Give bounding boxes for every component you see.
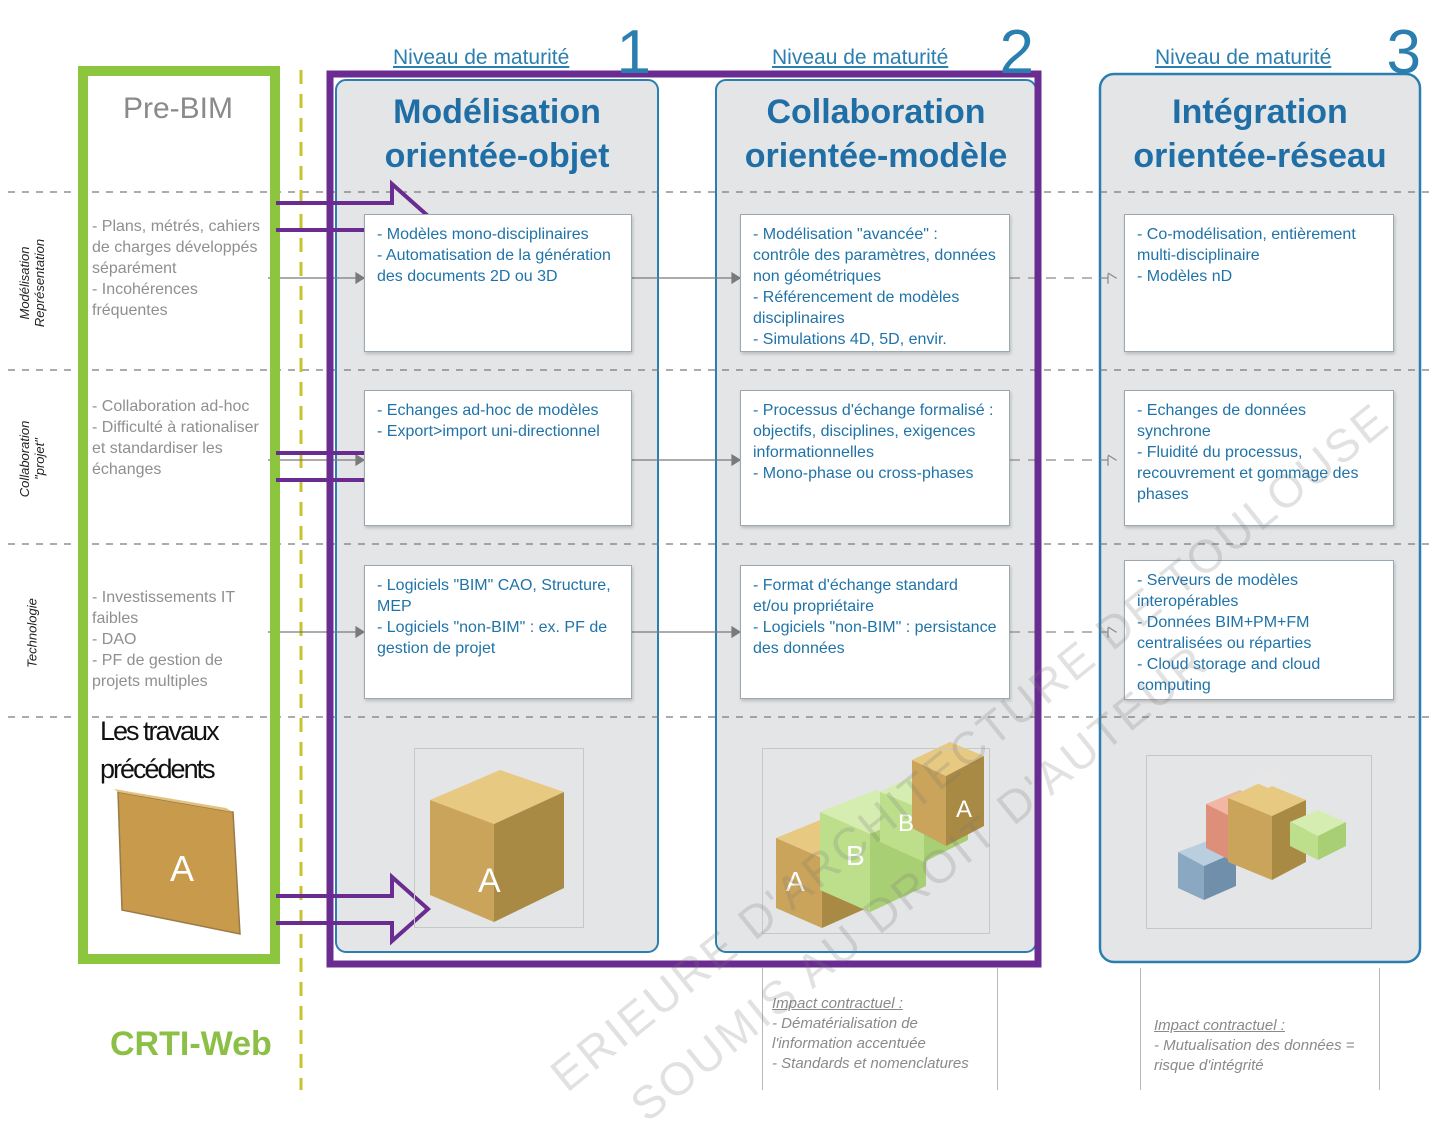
level2-image-box (762, 748, 990, 934)
level1-cell-collaboration: - Echanges ad-hoc de modèles - Export>im… (364, 390, 632, 526)
level3-header: Niveau de maturité 3 (1155, 18, 1421, 84)
level2-header: Niveau de maturité 2 (772, 18, 1034, 84)
level2-cube-letter-b2: B (898, 810, 915, 837)
prebim-text-modelisation: - Plans, métrés, cahiers de charges déve… (92, 218, 261, 319)
highlight-frame (326, 70, 1042, 968)
level3-impact: Impact contractuel :- Mutualisation des … (1154, 1017, 1355, 1074)
level2-cell-technologie: - Format d'échange standard et/ou propri… (740, 565, 1010, 699)
level1-cube-image (430, 770, 564, 922)
level1-cell-modelisation: - Modèles mono-disciplinaires - Automati… (364, 214, 632, 352)
level2-cell-collaboration: - Processus d'échange formalisé : object… (740, 390, 1010, 526)
level3-cell-collaboration: - Echanges de données synchrone - Fluidi… (1124, 390, 1394, 526)
connectors (268, 271, 742, 639)
level1-header: Niveau de maturité 1 (393, 18, 651, 84)
crti-web-label: CRTI-Web (110, 1025, 272, 1063)
level2-cube-letter-a2: A (956, 796, 973, 823)
level3-maturity-label: Niveau de maturité (1155, 46, 1332, 69)
row-label-modelisation: Modélisation Représentation (17, 238, 47, 328)
level2-number: 2 (999, 18, 1034, 87)
level2-impact-frame (762, 968, 998, 1090)
level1-image-box (414, 748, 584, 928)
level1-number: 1 (616, 18, 651, 87)
level2-cubes-image (776, 742, 984, 928)
level3-image-box (1146, 755, 1372, 929)
level3-impact-frame (1140, 968, 1380, 1090)
row-separators (8, 191, 1436, 718)
travaux-precedents-label: Les travaux précédents (100, 716, 220, 784)
level2-cube-letter-b1: B (846, 840, 865, 871)
level1-cube-letter: A (478, 862, 501, 900)
dashed-connectors (1010, 271, 1118, 639)
prebim-title: Pre-BIM (122, 92, 233, 125)
prebim-block-letter: A (170, 848, 195, 889)
level2-impact: Impact contractuel :- Dématérialisation … (772, 995, 969, 1072)
row-label-collaboration: Collaboration "projet" (17, 420, 47, 498)
arrow-travaux (276, 872, 432, 946)
level2-cube-letter-a1: A (786, 866, 805, 897)
prebim-text-technologie: - Investissements IT faibles - DAO - PF … (92, 589, 235, 690)
level2-maturity-label: Niveau de maturité (772, 46, 949, 69)
level3-cell-modelisation: - Co-modélisation, entièrement multi-dis… (1124, 214, 1394, 352)
prebim-text-collaboration: - Collaboration ad-hoc - Difficulté à ra… (92, 398, 259, 478)
level3-blocks-image (1178, 772, 1346, 900)
prebim-frame (78, 66, 280, 964)
prebim-block-image (114, 789, 241, 935)
level3-cell-technologie: - Serveurs de modèles interopérables - D… (1124, 560, 1394, 700)
level2-cell-modelisation: - Modélisation "avancée" : contrôle des … (740, 214, 1010, 352)
row-label-technologie: Technologie (24, 598, 40, 668)
level3-number: 3 (1386, 18, 1421, 87)
level1-cell-technologie: - Logiciels "BIM" CAO, Structure, MEP - … (364, 565, 632, 699)
level1-maturity-label: Niveau de maturité (393, 46, 570, 69)
